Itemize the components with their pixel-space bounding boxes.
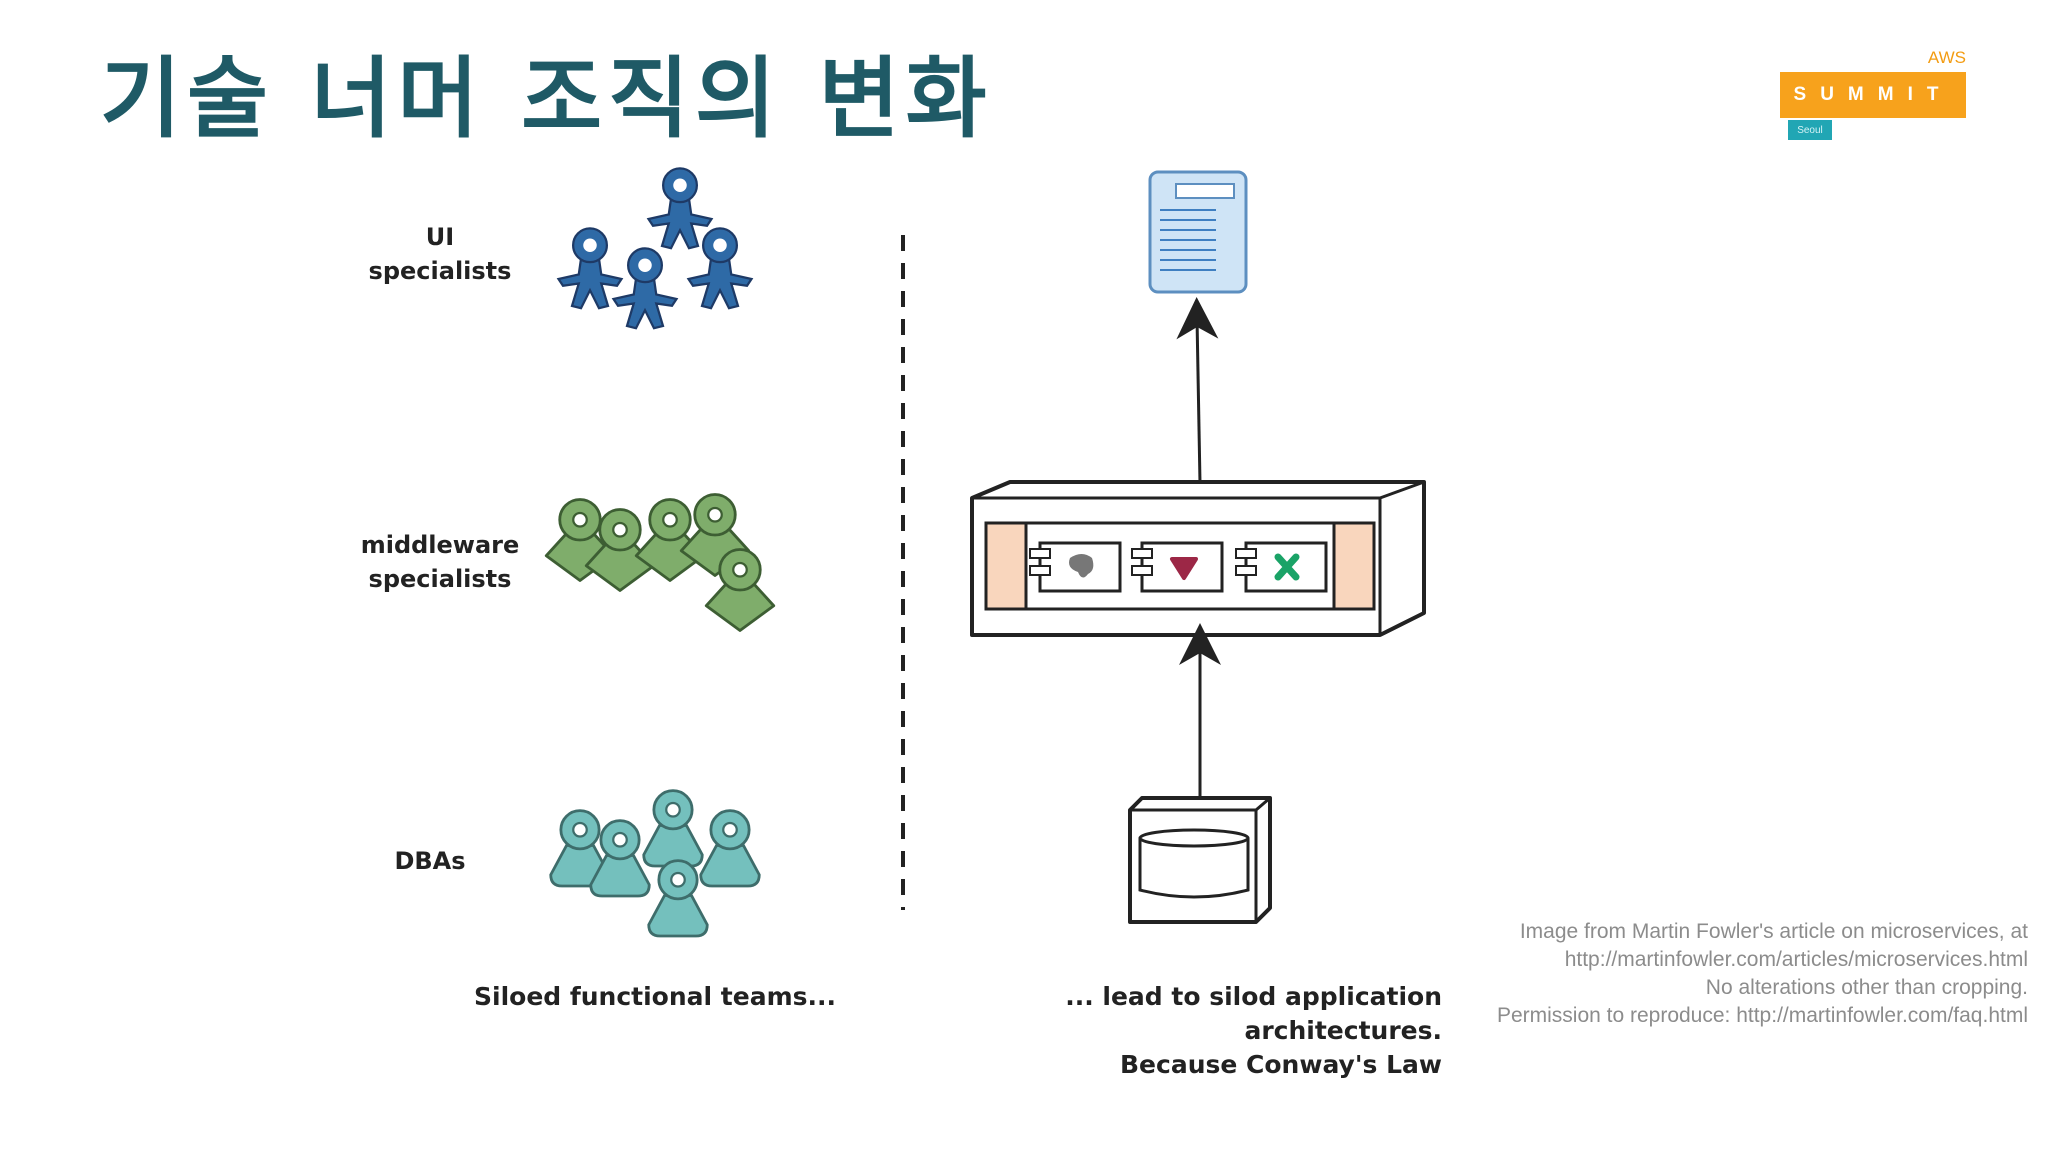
aws-summit-logo: AWS SUMMIT Seoul [1778, 46, 1968, 146]
logo-summit-text: SUMMIT [1780, 72, 1966, 118]
middleware-specialists-group [544, 493, 776, 632]
credit-line-4: Permission to reproduce: http://martinfo… [1496, 1004, 2028, 1027]
slide-title: 기술 너머 조직의 변화 [100, 47, 993, 150]
logo-seoul-text: Seoul [1788, 120, 1832, 140]
team-label-dbas-line1: DBAs [394, 847, 466, 875]
middleware-server-box [970, 480, 1426, 637]
image-credit: Image from Martin Fowler's article on mi… [1497, 918, 2028, 1030]
component-3 [1235, 541, 1328, 593]
right-caption-line2: Because Conway's Law [1120, 1050, 1442, 1079]
team-label-ui: UI specialists [360, 220, 520, 288]
dbas-group [549, 789, 761, 938]
credit-line-1: Image from Martin Fowler's article on mi… [1519, 920, 2028, 943]
team-label-middleware-line1: middleware [360, 531, 520, 559]
team-label-ui-line1: UI [425, 223, 455, 251]
team-label-middleware-line2: specialists [368, 565, 512, 593]
credit-line-3: No alterations other than cropping. [1705, 976, 2028, 999]
database-box [1128, 796, 1272, 924]
component-1 [1029, 541, 1122, 593]
logo-aws-text: AWS [1927, 48, 1966, 67]
team-label-ui-line2: specialists [368, 257, 512, 285]
right-caption-line1: ... lead to silod application architectu… [1065, 982, 1442, 1045]
ui-specialists-group [557, 167, 753, 330]
ui-document-icon [1148, 170, 1248, 294]
team-label-middleware: middleware specialists [350, 528, 530, 596]
arrow-to-ui [1176, 297, 1219, 484]
component-2 [1131, 541, 1224, 593]
team-label-dbas: DBAs [370, 844, 490, 878]
credit-line-2: http://martinfowler.com/articles/microse… [1564, 948, 2028, 971]
right-caption: ... lead to silod application architectu… [900, 980, 1442, 1082]
left-caption: Siloed functional teams... [474, 982, 836, 1011]
